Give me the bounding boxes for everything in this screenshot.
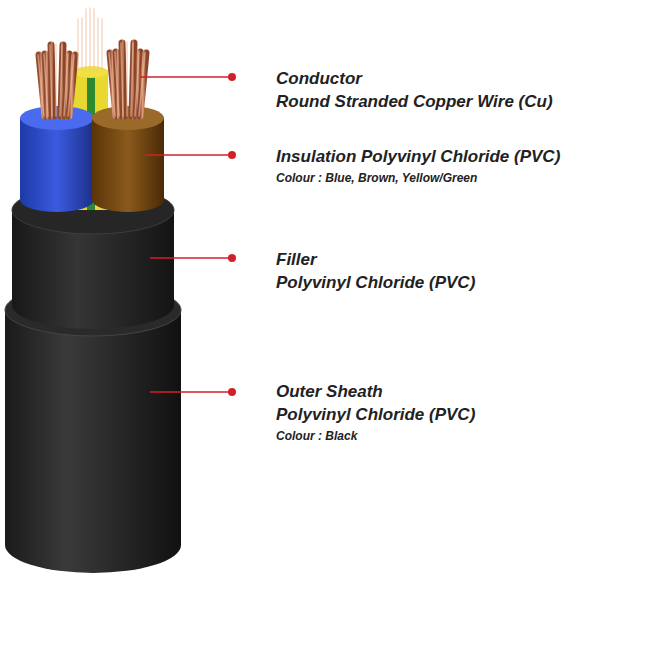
copper-strand (100, 19, 107, 70)
strand-highlight (85, 9, 87, 70)
strand-highlight (135, 52, 139, 116)
part-name: Conductor (276, 69, 362, 89)
copper-strand (84, 9, 91, 70)
strand-highlight (55, 44, 57, 116)
material-note: Polyvinyl Chloride (PVC) (276, 273, 475, 293)
copper-strand (88, 8, 95, 70)
leader-dots (228, 73, 236, 396)
copper-strand (140, 53, 146, 116)
colour-note: Colour : Blue, Brown, Yellow/Green (276, 171, 477, 185)
strand-highlight (81, 18, 83, 70)
copper-strand (96, 18, 103, 70)
copper-strand (69, 55, 75, 116)
strand-highlight (93, 9, 95, 70)
strand-highlight (131, 43, 133, 116)
strand-highlight (97, 18, 99, 70)
part-name: Insulation Polyvinyl Chloride (PVC) (276, 147, 560, 167)
copper-strand (92, 9, 99, 70)
strand-highlight (126, 42, 128, 116)
strand-highlight (101, 19, 103, 70)
copper-strands (38, 8, 146, 116)
strand-highlight (60, 45, 62, 116)
strand-highlight (139, 53, 145, 116)
part-name: Filler (276, 250, 317, 270)
material-note: Round Stranded Copper Wire (Cu) (276, 92, 553, 112)
strand-highlight (44, 54, 48, 116)
strand-highlight (68, 55, 74, 116)
copper-strand (51, 45, 53, 116)
colour-note: Colour : Black (276, 429, 357, 443)
strand-highlight (121, 43, 123, 116)
material-note: Polyvinyl Chloride (PVC) (276, 405, 475, 425)
strand-highlight (50, 45, 52, 116)
strand-highlight (115, 52, 119, 116)
brown-core (92, 118, 164, 212)
part-name: Outer Sheath (276, 382, 383, 402)
outer-sheath (5, 310, 181, 573)
strand-highlight (89, 8, 91, 70)
strand-highlight (64, 54, 68, 116)
copper-strand (122, 43, 124, 116)
copper-strand (76, 19, 83, 70)
strand-highlight (109, 53, 115, 116)
leader-lines (140, 77, 230, 392)
strand-highlight (38, 55, 44, 116)
strand-highlight (77, 19, 79, 70)
blue-core (20, 118, 94, 212)
